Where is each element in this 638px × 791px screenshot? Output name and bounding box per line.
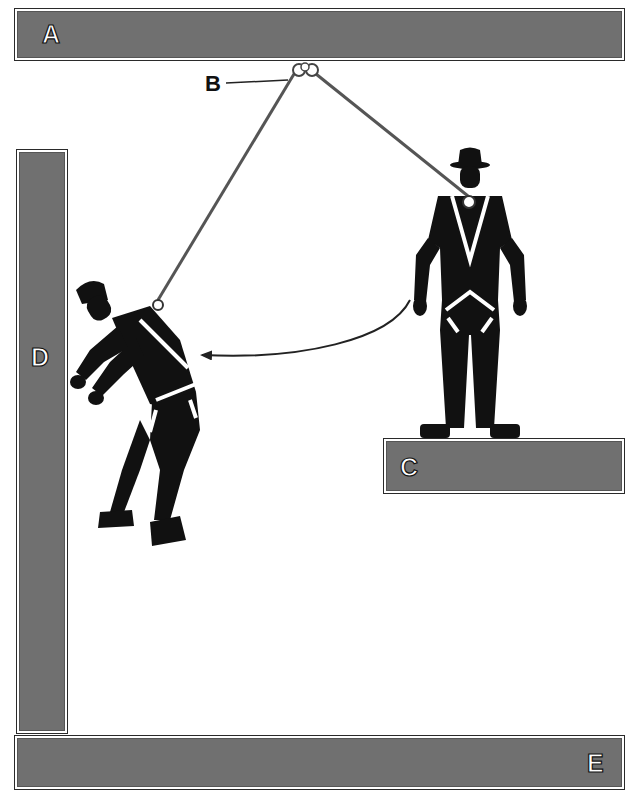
part-letter: D (31, 345, 49, 370)
standing-worker (413, 148, 527, 439)
platform-band: C (383, 438, 625, 494)
part-letter: C (400, 455, 418, 480)
callout-letter: B (204, 73, 222, 95)
swinging-worker (70, 281, 200, 546)
part-letter: A (42, 22, 60, 47)
part-letter: E (587, 751, 604, 776)
leader-line (226, 80, 288, 83)
wall-band: D (16, 149, 68, 734)
floor-band: E (14, 735, 625, 790)
ceiling-band: A (14, 8, 625, 61)
swing-arrow (202, 300, 410, 356)
